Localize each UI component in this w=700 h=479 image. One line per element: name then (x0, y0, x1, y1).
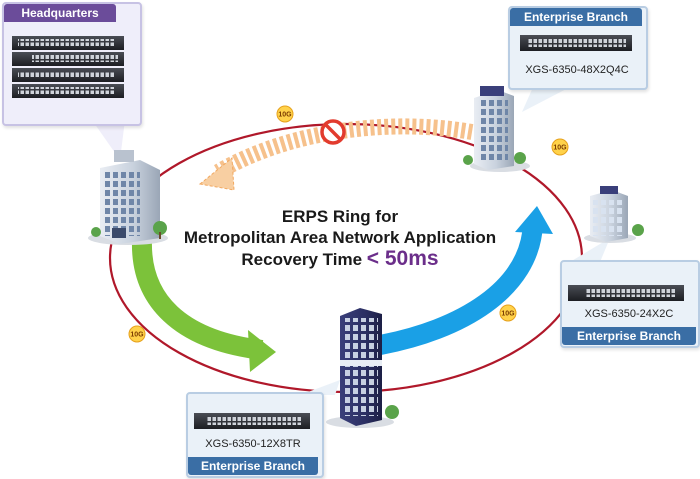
network-switch-icon (12, 36, 124, 98)
link-badge-4: 10G (499, 304, 517, 322)
green-arrowhead (248, 330, 276, 372)
link-badge-1: 10G (276, 105, 294, 123)
recovery-time-value: < 50ms (366, 247, 439, 270)
blue-traffic-arrow (378, 223, 543, 355)
diagram-title: ERPS Ring for Metropolitan Area Network … (150, 206, 530, 270)
link-badge-text: 10G (501, 311, 515, 318)
network-switch-icon (568, 285, 684, 301)
link-badge-text: 10G (553, 145, 567, 152)
branch-bottom-callout-pointer (300, 380, 340, 395)
network-switch-icon (520, 35, 632, 51)
title-line-2: Metropolitan Area Network Application (183, 228, 497, 247)
branch-top-building-icon (463, 86, 530, 172)
headquarters-label: Headquarters (4, 4, 116, 22)
branch-bottom-label: Enterprise Branch (188, 457, 318, 475)
link-badge-3: 10G (128, 325, 146, 343)
branch-right-callout-pointer (570, 238, 610, 262)
branch-right-label: Enterprise Branch (562, 327, 696, 345)
prohibited-icon (320, 119, 346, 145)
title-line-1: ERPS Ring for (281, 207, 399, 226)
link-badge-text: 10G (130, 332, 144, 339)
blocked-arrowhead (198, 156, 235, 191)
title-line-3-prefix: Recovery Time (241, 250, 363, 269)
network-switch-icon (194, 413, 310, 429)
branch-bottom-building-icon (326, 308, 399, 428)
headquarters-building-icon (88, 150, 168, 245)
branch-right-building-icon (584, 186, 644, 243)
branch-top-label: Enterprise Branch (510, 8, 642, 26)
branch-top-callout-pointer (522, 85, 574, 112)
blue-arrowhead (515, 206, 553, 234)
branch-top-model: XGS-6350-48X2Q4C (525, 64, 629, 76)
branch-right-model: XGS-6350-24X2C (584, 308, 674, 320)
link-badge-text: 10G (278, 112, 292, 119)
green-traffic-arrow (131, 239, 264, 360)
branch-bottom-model: XGS-6350-12X8TR (205, 438, 301, 450)
link-badge-2: 10G (551, 138, 569, 156)
title-line-3: Recovery Time < 50ms (150, 248, 530, 270)
